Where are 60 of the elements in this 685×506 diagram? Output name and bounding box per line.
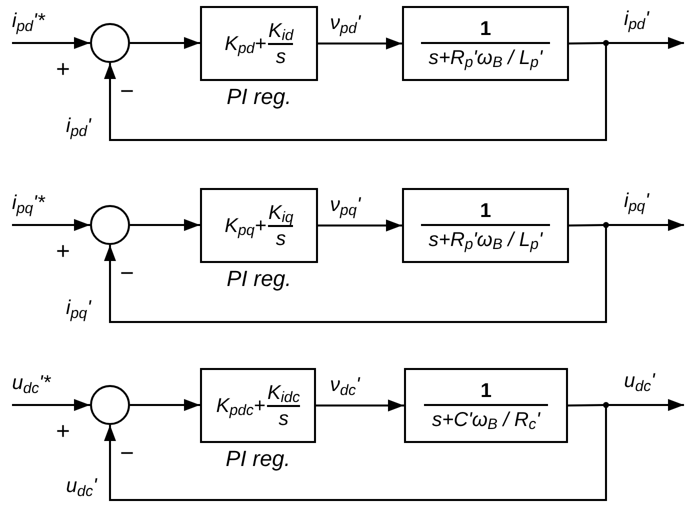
signal-arrow — [130, 219, 200, 231]
block-caption: PI reg. — [226, 267, 292, 291]
feedback-arrow — [104, 225, 607, 323]
feedback-arrow — [104, 405, 607, 501]
signal-arrow — [606, 219, 684, 231]
signal-arrow — [318, 38, 402, 50]
pi-controller-block — [200, 6, 318, 81]
signal-arrow — [130, 37, 200, 49]
signal-label: i$_{pq}$'* — [12, 192, 45, 214]
pi-controller-block — [200, 188, 318, 263]
signal-label: i$_{pd}$' — [624, 8, 649, 30]
denominator: s — [268, 224, 294, 250]
signal-arrow — [316, 400, 404, 412]
denominator: s — [268, 42, 294, 68]
numerator: K$_{idc}$ — [267, 380, 300, 404]
numerator: 1 — [480, 16, 492, 42]
signal-arrow — [318, 220, 402, 232]
signal-arrow — [12, 37, 90, 49]
plus-sign: + — [56, 418, 70, 445]
plus-sign: + — [56, 56, 70, 83]
block-caption: PI reg. — [226, 85, 292, 109]
plus-sign: + — [56, 238, 70, 265]
signal-label: ν$_{pd}$' — [330, 12, 361, 34]
signal-arrow — [12, 219, 90, 231]
numerator: K$_{id}$ — [268, 18, 294, 42]
signal-label: i$_{pd}$'* — [12, 10, 45, 32]
summing-junction-circle — [90, 23, 130, 63]
signal-arrow — [130, 399, 200, 411]
denominator: s+C'ω$_{B}$ / R$_{c}$' — [424, 404, 548, 434]
signal-label: u$_{dc}$'* — [12, 372, 51, 394]
signal-label: i$_{pd}$' — [66, 115, 91, 137]
signal-label: u$_{dc}$' — [624, 370, 655, 392]
denominator: s+R$_{p}$'ω$_{B}$ / L$_{p}$' — [420, 224, 550, 254]
signal-label: i$_{pq}$' — [66, 297, 91, 319]
denominator: s — [267, 404, 300, 430]
signal-arrow — [606, 37, 684, 49]
transfer-function-block — [402, 188, 569, 263]
minus-sign: − — [120, 78, 134, 105]
signal-label: ν$_{dc}$' — [330, 374, 360, 396]
minus-sign: − — [120, 260, 134, 287]
signal-label: ν$_{pq}$' — [330, 194, 361, 216]
gain-term: K$_{pdc}$+ — [216, 394, 266, 420]
signal-arrow — [606, 399, 684, 411]
signal-arrow — [12, 399, 90, 411]
signal-label: u$_{dc}$' — [66, 475, 97, 497]
pi-controller-block — [200, 368, 316, 443]
signal-label: i$_{pq}$' — [624, 190, 649, 212]
summing-junction-circle — [90, 205, 130, 245]
feedback-arrow — [104, 43, 607, 141]
gain-term: K$_{pd}$+ — [224, 32, 266, 58]
numerator: 1 — [480, 198, 492, 224]
minus-sign: − — [120, 440, 134, 467]
transfer-function-block — [404, 368, 568, 443]
gain-term: K$_{pq}$+ — [224, 214, 266, 240]
transfer-function-block — [402, 6, 569, 81]
numerator: 1 — [480, 378, 492, 404]
block-caption: PI reg. — [226, 447, 290, 471]
denominator: s+R$_{p}$'ω$_{B}$ / L$_{p}$' — [420, 42, 550, 72]
numerator: K$_{iq}$ — [268, 200, 294, 224]
summing-junction-circle — [90, 385, 130, 425]
